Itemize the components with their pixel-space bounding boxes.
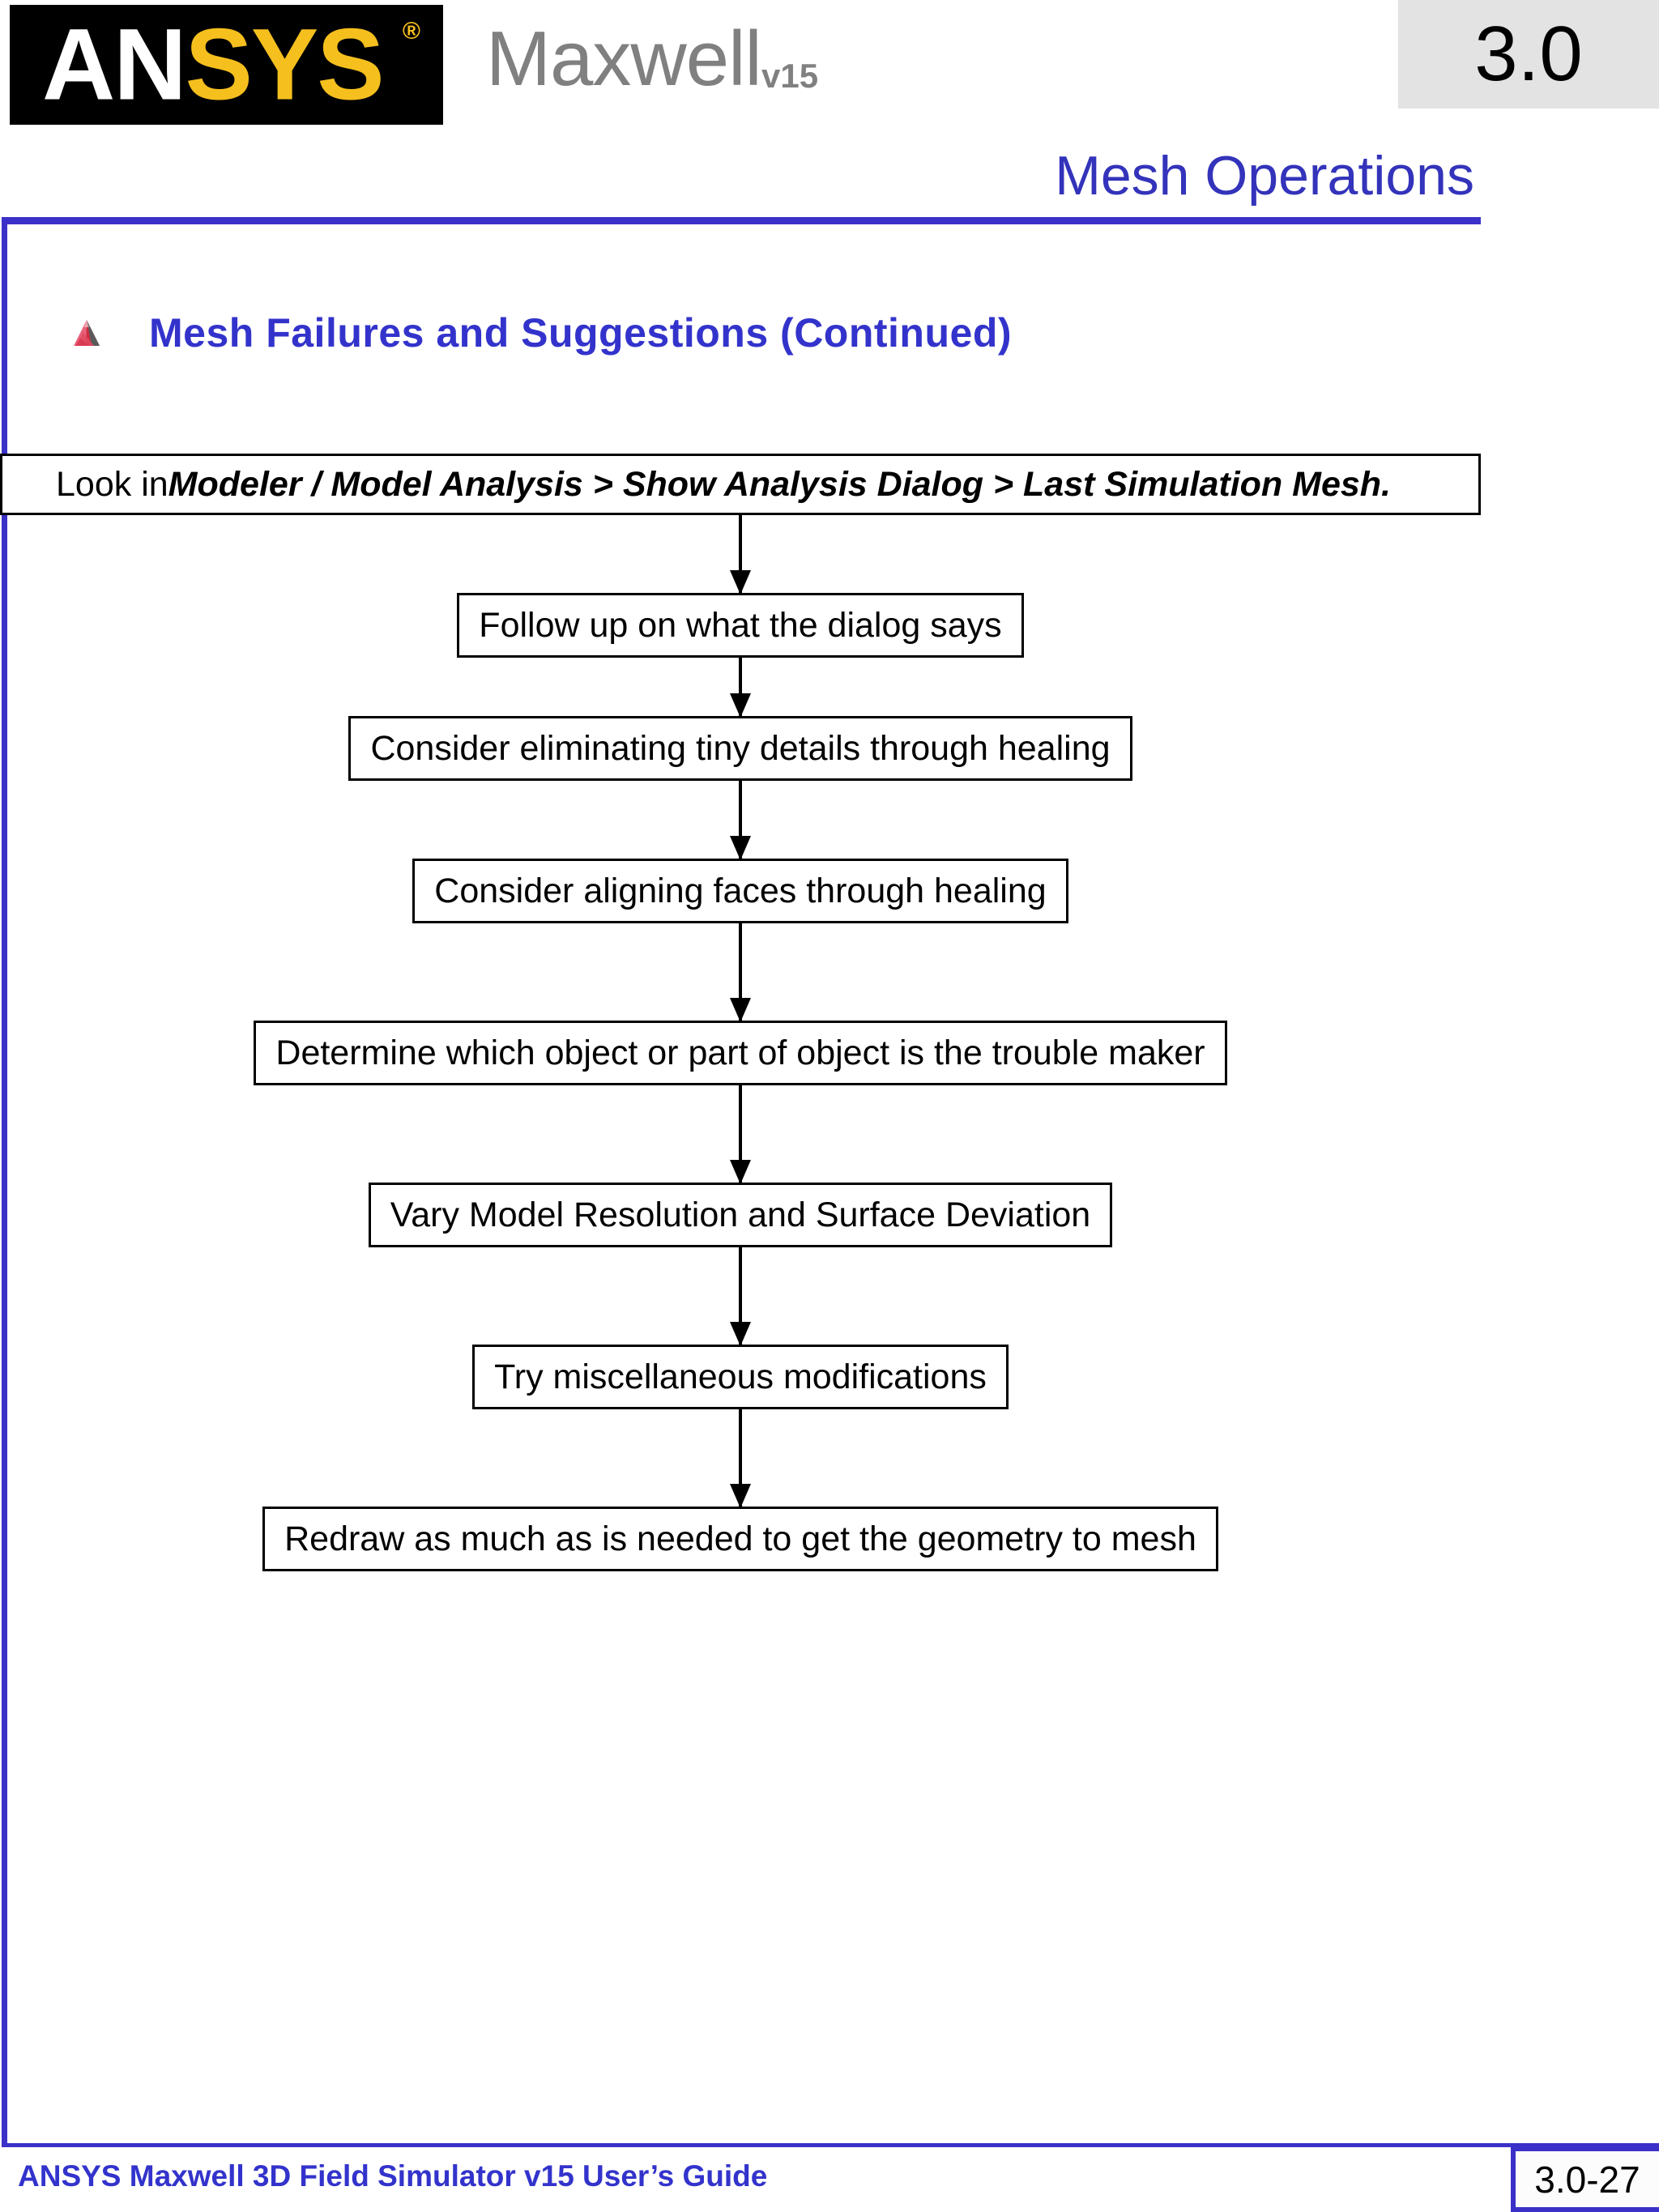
flow-row-intro: Look in Modeler / Model Analysis > Show … [0, 454, 1481, 515]
arrow-head-icon [730, 836, 751, 860]
product-version: v15 [761, 57, 819, 95]
chapter-badge: 3.0 [1398, 0, 1659, 109]
arrow-shaft [739, 515, 742, 593]
flow-box-step-5: Vary Model Resolution and Surface Deviat… [368, 1183, 1113, 1247]
flow-box-step-4: Determine which object or part of object… [254, 1021, 1227, 1085]
section-heading: Mesh Failures and Suggestions (Continued… [70, 309, 1012, 356]
flow-arrow-5 [0, 1085, 1481, 1184]
flow-box-intro: Look in Modeler / Model Analysis > Show … [0, 454, 1481, 515]
flow-row-step-2: Consider eliminating tiny details throug… [0, 716, 1481, 781]
arrow-shaft [739, 1409, 742, 1507]
ansys-logo-sys: SYS [185, 8, 385, 121]
arrow-shaft [739, 1085, 742, 1183]
section-heading-label: Mesh Failures and Suggestions (Continued… [149, 310, 1013, 356]
flow-arrow-7 [0, 1409, 1481, 1508]
flow-box-step-2: Consider eliminating tiny details throug… [348, 716, 1132, 781]
content-frame-bottom-rule [2, 2143, 1659, 2147]
flow-row-step-3: Consider aligning faces through healing [0, 859, 1481, 923]
ansys-logo-an: AN [42, 8, 187, 121]
flow-box-step-7: Redraw as much as is needed to get the g… [262, 1507, 1218, 1571]
chapter-badge-label: 3.0 [1474, 11, 1583, 97]
arrow-head-icon [730, 570, 751, 595]
arrow-head-icon [730, 693, 751, 718]
flow-row-step-4: Determine which object or part of object… [0, 1021, 1481, 1085]
mesh-failure-flowchart: Look in Modeler / Model Analysis > Show … [0, 454, 1481, 1571]
flow-arrow-3 [0, 781, 1481, 860]
page-header: ANSYS ® Maxwell v15 3.0 [0, 0, 1659, 130]
arrow-shaft [739, 923, 742, 1021]
flow-row-step-7: Redraw as much as is needed to get the g… [0, 1507, 1481, 1571]
flow-intro-path: Modeler / Model Analysis > Show Analysis… [168, 464, 1391, 504]
registered-trademark-icon: ® [402, 18, 420, 45]
flow-arrow-1 [0, 515, 1481, 595]
flow-arrow-2 [0, 658, 1481, 718]
ansys-mountain-icon [70, 316, 104, 350]
arrow-shaft [739, 658, 742, 716]
arrow-head-icon [730, 1322, 751, 1346]
flow-box-step-6: Try miscellaneous modifications [472, 1345, 1009, 1409]
flow-row-step-1: Follow up on what the dialog says [0, 593, 1481, 658]
flow-box-step-3: Consider aligning faces through healing [412, 859, 1068, 923]
product-name: Maxwell [486, 15, 762, 102]
flow-arrow-6 [0, 1247, 1481, 1346]
arrow-shaft [739, 781, 742, 859]
arrow-shaft [739, 1247, 742, 1345]
flow-box-step-1: Follow up on what the dialog says [457, 593, 1024, 658]
footer-guide-title: ANSYS Maxwell 3D Field Simulator v15 Use… [18, 2159, 768, 2193]
ansys-logo-text: ANSYS [42, 15, 385, 116]
flow-row-step-5: Vary Model Resolution and Surface Deviat… [0, 1183, 1481, 1247]
flow-intro-prefix: Look in [56, 464, 168, 504]
flow-arrow-4 [0, 923, 1481, 1022]
arrow-head-icon [730, 998, 751, 1022]
page-number: 3.0-27 [1534, 2158, 1640, 2201]
arrow-head-icon [730, 1484, 751, 1508]
flow-row-step-6: Try miscellaneous modifications [0, 1345, 1481, 1409]
ansys-logo: ANSYS ® [10, 5, 443, 125]
page-title: Mesh Operations [1055, 145, 1474, 207]
page-number-box: 3.0-27 [1511, 2146, 1659, 2212]
arrow-head-icon [730, 1160, 751, 1184]
content-frame [2, 217, 1481, 2146]
